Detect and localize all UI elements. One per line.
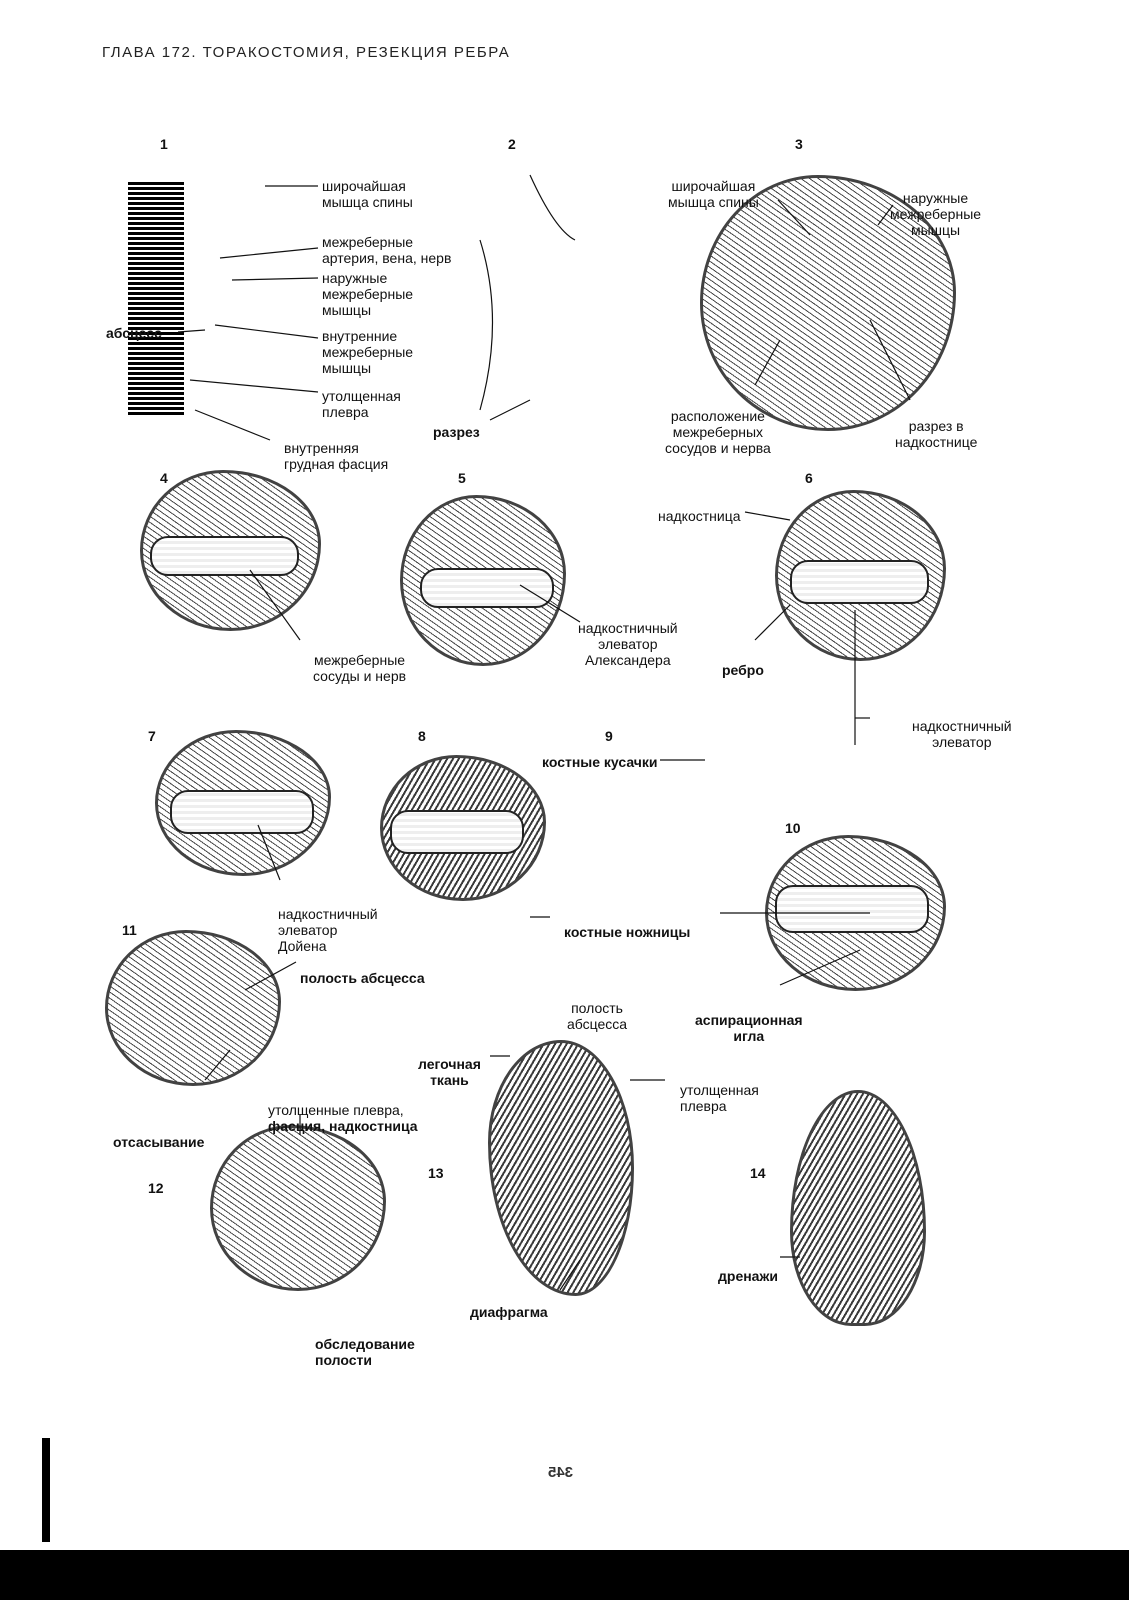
label-latissimus-3: широчайшая мышца спины — [668, 178, 759, 210]
rib-4 — [150, 536, 299, 576]
label-bone-shears: костные ножницы — [564, 924, 691, 940]
label-external-muscles: наружные межреберные мышцы — [322, 270, 414, 318]
label-thick-pleura: утолщенная плевра — [322, 388, 401, 420]
label-rib: ребро — [722, 662, 764, 678]
label-drains: дренажи — [718, 1268, 778, 1284]
label-cavity-exam: обследование полости — [315, 1336, 415, 1368]
figure-number: 4 — [160, 470, 168, 486]
label-elevator: надкостничный элеватор — [912, 718, 1012, 750]
label-intercostal-vessels: межреберные артерия, вена, нерв — [322, 234, 452, 266]
rib-6 — [790, 560, 929, 604]
figure-number: 13 — [428, 1165, 444, 1181]
rib-10 — [775, 885, 929, 933]
scan-bottom-bar — [0, 1550, 1129, 1600]
label-elevator-doyen: надкостничный элеватор Дойена — [278, 906, 378, 954]
figure-number: 7 — [148, 728, 156, 744]
rib-7 — [170, 790, 314, 834]
figure-number: 9 — [605, 728, 613, 744]
label-diaphragm: диафрагма — [470, 1304, 548, 1320]
page-header: ГЛАВА 172. ТОРАКОСТОМИЯ, РЕЗЕКЦИЯ РЕБРА — [102, 44, 511, 61]
figure-12-illustration — [210, 1125, 386, 1291]
label-elevator-alexander: надкостничный элеватор Александера — [578, 620, 678, 668]
figure-number: 14 — [750, 1165, 766, 1181]
label-external-muscles-3: наружные межреберные мышцы — [890, 190, 982, 238]
label-abscess-cavity-11: полость абсцесса — [300, 970, 425, 986]
figure-number: 10 — [785, 820, 801, 836]
label-rongeur: костные кусачки — [542, 754, 658, 770]
label-thick-pleura-13: утолщенная плевра — [680, 1082, 759, 1114]
scan-margin-mark — [42, 1438, 50, 1542]
figure-number: 2 — [508, 136, 516, 152]
label-aspiration-needle: аспирационная игла — [695, 1012, 803, 1044]
label-vessels-4: межреберные сосуды и нерв — [313, 652, 407, 684]
figure-13-illustration — [488, 1040, 634, 1296]
label-internal-fascia: внутренняя грудная фасция — [284, 440, 389, 472]
figure-number: 3 — [795, 136, 803, 152]
chest-wall-illustration — [128, 180, 184, 415]
figure-number: 8 — [418, 728, 426, 744]
label-periosteum: надкостница — [658, 508, 741, 524]
figure-11-illustration — [105, 930, 281, 1086]
label-abscess: абсцесс — [106, 325, 162, 341]
label-latissimus: широчайшая мышца спины — [322, 178, 413, 210]
label-thick-layers-b: фасция, надкостница — [268, 1118, 418, 1134]
rib-5 — [420, 568, 554, 608]
figure-number: 6 — [805, 470, 813, 486]
label-periosteum-incision: разрез в надкостнице — [895, 418, 978, 450]
figure-3-illustration — [700, 175, 956, 431]
label-abscess-cavity-13: полость абсцесса — [567, 1000, 628, 1032]
label-vessels-location: расположение межреберных сосудов и нерва — [665, 408, 771, 456]
figure-number: 1 — [160, 136, 168, 152]
label-thick-layers-a: утолщенные плевра, — [268, 1102, 404, 1118]
figure-number: 5 — [458, 470, 466, 486]
rib-8 — [390, 810, 524, 854]
page-number: 345 — [548, 1464, 574, 1481]
figure-14-illustration — [790, 1090, 926, 1326]
figure-number: 12 — [148, 1180, 164, 1196]
label-suction: отсасывание — [113, 1134, 205, 1150]
label-internal-muscles: внутренние межреберные мышцы — [322, 328, 414, 376]
label-incision: разрез — [433, 424, 480, 440]
label-lung-tissue: легочная ткань — [418, 1056, 481, 1088]
figure-number: 11 — [122, 922, 137, 938]
